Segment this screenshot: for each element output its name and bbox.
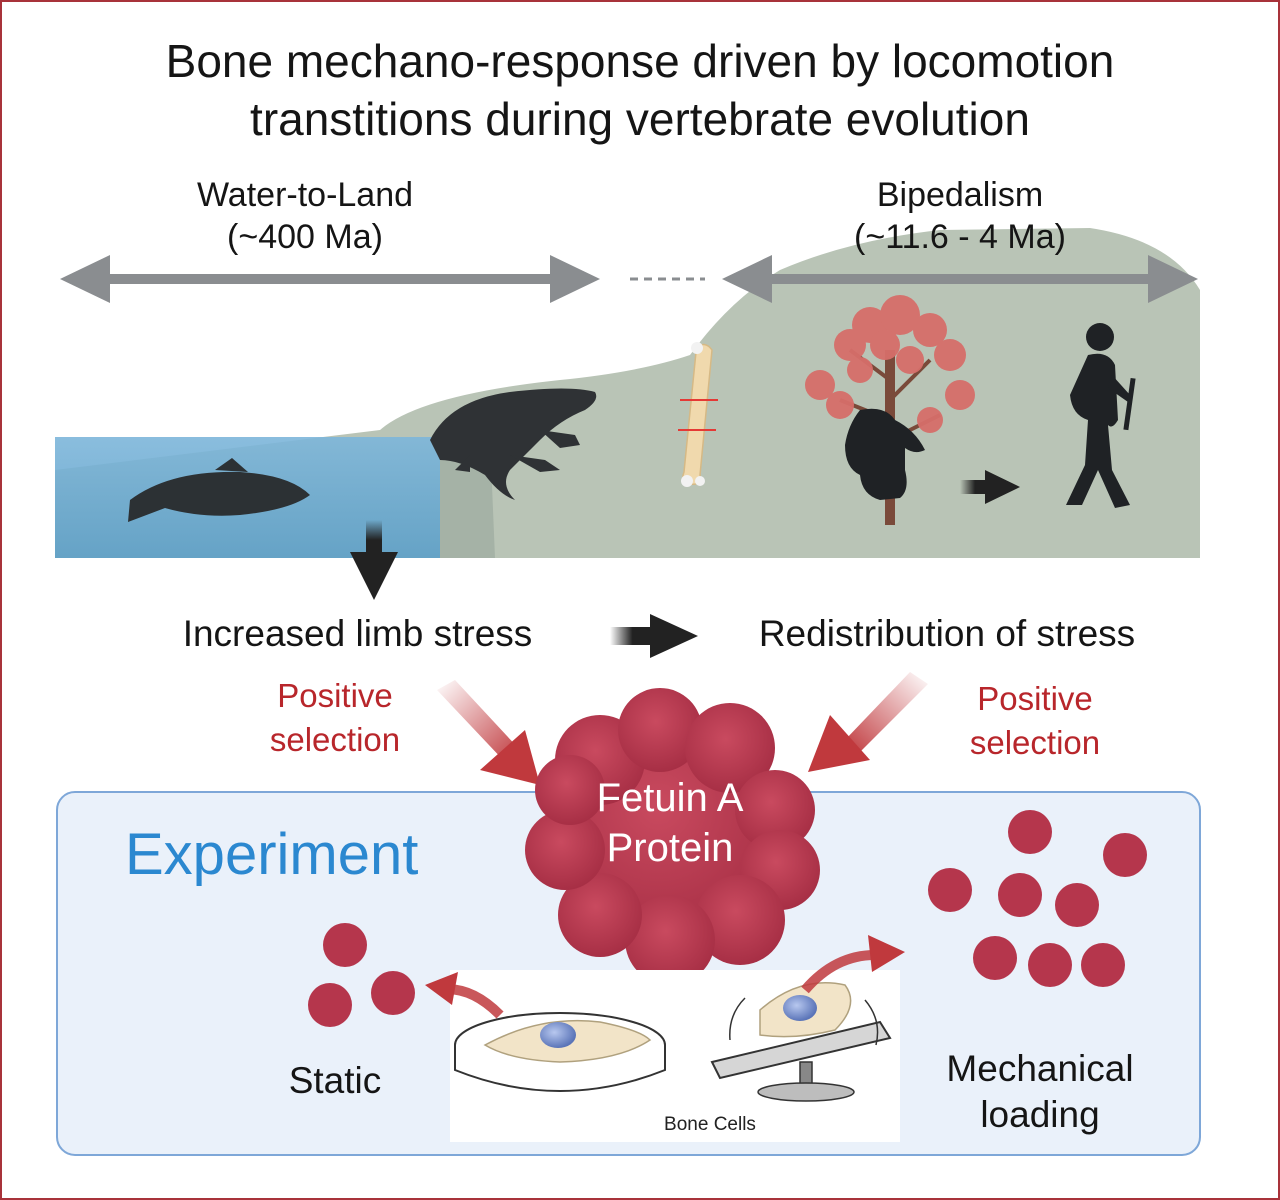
- down-arrow: [350, 520, 398, 600]
- loading-output-arrow: [801, 935, 905, 994]
- loading-protein-blobs: [928, 810, 1147, 987]
- fetuin-protein-line-1: Fetuin A: [596, 776, 744, 820]
- static-protein-blobs: [308, 923, 415, 1027]
- human-silhouette: [1066, 323, 1136, 508]
- era-bipedalism-date: (~11.6 - 4 Ma): [854, 218, 1066, 256]
- era-water-to-land: Water-to-Land (~400 Ma): [150, 174, 460, 258]
- ape-to-human-arrow: [960, 470, 1020, 504]
- era-bipedalism-name: Bipedalism: [876, 176, 1044, 214]
- mechanical-loading-line-1: Mechanical: [946, 1048, 1134, 1089]
- era-water-to-land-date: (~400 Ma): [227, 218, 383, 256]
- positive-selection-left-line-1: Positive: [277, 677, 393, 714]
- positive-selection-left-line-2: selection: [269, 721, 401, 758]
- fetuin-protein-label: Fetuin A Protein: [570, 773, 770, 873]
- static-output-arrow: [425, 972, 504, 1019]
- water-to-land-arrow: [60, 255, 600, 303]
- positive-selection-left: Positive selection: [240, 674, 430, 762]
- title-line-1: Bone mechano-response driven by locomoti…: [165, 35, 1115, 87]
- mechanical-loading-label: Mechanical loading: [920, 1046, 1160, 1138]
- bone-cells-label: Bone Cells: [664, 1114, 756, 1135]
- right-selection-arrow: [808, 672, 928, 772]
- fetuin-protein-line-2: Protein: [606, 826, 734, 870]
- positive-selection-right-line-1: Positive: [977, 680, 1093, 717]
- stress-transition-arrow: [610, 614, 698, 658]
- static-dish: [454, 1012, 666, 1092]
- era-water-to-land-name: Water-to-Land: [196, 176, 414, 214]
- mechanical-loading-line-2: loading: [980, 1094, 1100, 1135]
- tetrapod-silhouette: [430, 388, 597, 500]
- title-line-2: transtitions during vertebrate evolution: [250, 93, 1030, 145]
- femur-bone: [678, 342, 718, 487]
- ape-silhouette: [845, 408, 925, 500]
- fetuin-protein-blob: [525, 688, 820, 985]
- loading-device: [710, 982, 892, 1102]
- bipedalism-arrow: [722, 255, 1198, 303]
- static-condition-label: Static: [288, 1060, 382, 1101]
- figure-title: Bone mechano-response driven by locomoti…: [40, 32, 1240, 148]
- era-bipedalism: Bipedalism (~11.6 - 4 Ma): [800, 174, 1120, 258]
- experiment-heading: Experiment: [125, 822, 419, 887]
- redistribution-of-stress-label: Redistribution of stress: [758, 613, 1136, 654]
- left-selection-arrow: [437, 680, 540, 785]
- positive-selection-right-line-2: selection: [969, 724, 1101, 761]
- increased-limb-stress-label: Increased limb stress: [182, 613, 533, 654]
- positive-selection-right: Positive selection: [940, 677, 1130, 765]
- fish-silhouette: [128, 458, 310, 522]
